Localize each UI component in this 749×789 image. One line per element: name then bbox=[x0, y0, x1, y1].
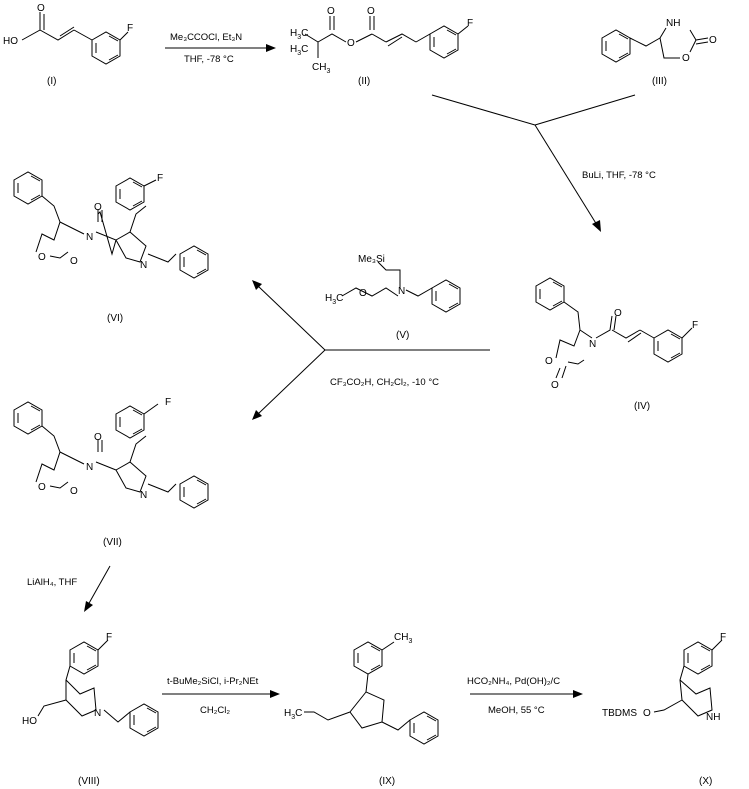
atom-f: F bbox=[720, 632, 726, 643]
arrow-r6: HCO₂NH₄, Pd(OH)₂/C MeOH, 55 °C bbox=[467, 676, 583, 716]
atom-h3c: H3C bbox=[284, 708, 302, 721]
atom-o3: O bbox=[367, 6, 375, 17]
label-IV: (IV) bbox=[634, 401, 650, 412]
svg-text:CH3: CH3 bbox=[312, 62, 330, 75]
compound-III: NH O O (III) bbox=[601, 18, 717, 87]
compound-II: H3C H3C CH3 O O O F (II) bbox=[290, 6, 473, 87]
conditions-r5-above: t-BuMe₂SiCl, i-Pr₂NEt bbox=[167, 676, 259, 687]
compound-IX: H3C CH3 (IX) bbox=[284, 632, 439, 787]
conditions-r6-above: HCO₂NH₄, Pd(OH)₂/C bbox=[467, 676, 560, 687]
atom-o1: O bbox=[327, 6, 335, 17]
label-X: (X) bbox=[699, 776, 712, 787]
atom-me3si: Me₃Si bbox=[358, 254, 385, 265]
atom-f: F bbox=[165, 397, 171, 408]
atom-ho: HO bbox=[22, 716, 37, 727]
svg-text:H3C: H3C bbox=[325, 293, 343, 306]
label-VII: (VII) bbox=[103, 537, 122, 548]
atom-o3: O bbox=[94, 202, 102, 213]
atom-o: O bbox=[359, 288, 367, 299]
compound-VI: N N O O O F (VI) bbox=[13, 171, 209, 324]
arrow-r3: CF₃CO₂H, CH₂Cl₂, -10 °C bbox=[252, 280, 490, 420]
conditions-r4-above: LiAlH₄, THF bbox=[27, 577, 77, 588]
atom-n: N bbox=[398, 286, 405, 297]
conditions-r2-above: BuLi, THF, -78 °C bbox=[582, 170, 656, 181]
atom-o2: O bbox=[709, 35, 717, 46]
atom-f: F bbox=[467, 18, 473, 29]
atom-n: N bbox=[94, 708, 101, 719]
label-III: (III) bbox=[652, 76, 667, 87]
atom-o2: O bbox=[551, 380, 559, 391]
compound-VIII: HO N F (VIII) bbox=[22, 632, 159, 787]
arrow-r5: t-BuMe₂SiCl, i-Pr₂NEt CH₂Cl₂ bbox=[162, 676, 280, 716]
atom-n2: N bbox=[140, 260, 147, 271]
svg-text:H3C: H3C bbox=[290, 28, 308, 41]
atom-n1: N bbox=[86, 232, 93, 243]
label-I: (I) bbox=[47, 76, 56, 87]
atom-f: F bbox=[106, 632, 112, 643]
atom-n: N bbox=[589, 339, 596, 350]
label-II: (II) bbox=[358, 76, 370, 87]
atom-f: F bbox=[127, 23, 133, 34]
conditions-r6-below: MeOH, 55 °C bbox=[488, 705, 545, 716]
conditions-r5-below: CH₂Cl₂ bbox=[200, 705, 230, 716]
arrow-r2: BuLi, THF, -78 °C bbox=[431, 94, 656, 232]
arrow-r1: Me₃CCOCl, Et₃N THF, -78 °C bbox=[165, 32, 276, 65]
atom-o3: O bbox=[614, 308, 622, 319]
atom-tbdms: TBDMS bbox=[602, 708, 637, 719]
compound-IV: N O O O F (IV) bbox=[535, 277, 698, 412]
atom-ch3: CH3 bbox=[394, 632, 412, 645]
conditions-r1-above: Me₃CCOCl, Et₃N bbox=[170, 32, 242, 43]
atom-o1: O bbox=[38, 252, 46, 263]
atom-o2: O bbox=[70, 256, 78, 267]
atom-o2: O bbox=[347, 38, 355, 49]
label-VIII: (VIII) bbox=[78, 776, 100, 787]
atom-o3: O bbox=[94, 432, 102, 443]
arrow-r4: LiAlH₄, THF bbox=[27, 565, 111, 612]
label-VI: (VI) bbox=[107, 313, 123, 324]
atom-o: O bbox=[643, 708, 651, 719]
atom-o: O bbox=[37, 3, 45, 14]
atom-nh: NH bbox=[666, 18, 680, 29]
label-V: (V) bbox=[396, 330, 409, 341]
atom-o2: O bbox=[70, 486, 78, 497]
atom-f: F bbox=[157, 173, 163, 184]
compound-V: H3C Me₃Si O N (V) bbox=[325, 254, 461, 341]
compound-X: TBDMS O NH F (X) bbox=[602, 632, 726, 787]
atom-o1: O bbox=[545, 356, 553, 367]
label-IX: (IX) bbox=[379, 776, 395, 787]
conditions-r1-below: THF, -78 °C bbox=[184, 54, 234, 65]
atom-o1: O bbox=[38, 482, 46, 493]
conditions-r3-below: CF₃CO₂H, CH₂Cl₂, -10 °C bbox=[330, 377, 439, 388]
atom-nh: NH bbox=[706, 712, 720, 723]
svg-text:H3C: H3C bbox=[290, 44, 308, 57]
compound-I: HO O F (I) bbox=[3, 3, 133, 87]
atom-f: F bbox=[692, 320, 698, 331]
compound-VII: N N O O O F (VII) bbox=[13, 397, 209, 548]
atom-o1: O bbox=[682, 53, 690, 64]
atom-n1: N bbox=[86, 462, 93, 473]
atom-ho: HO bbox=[3, 36, 18, 47]
atom-n2: N bbox=[140, 490, 147, 501]
